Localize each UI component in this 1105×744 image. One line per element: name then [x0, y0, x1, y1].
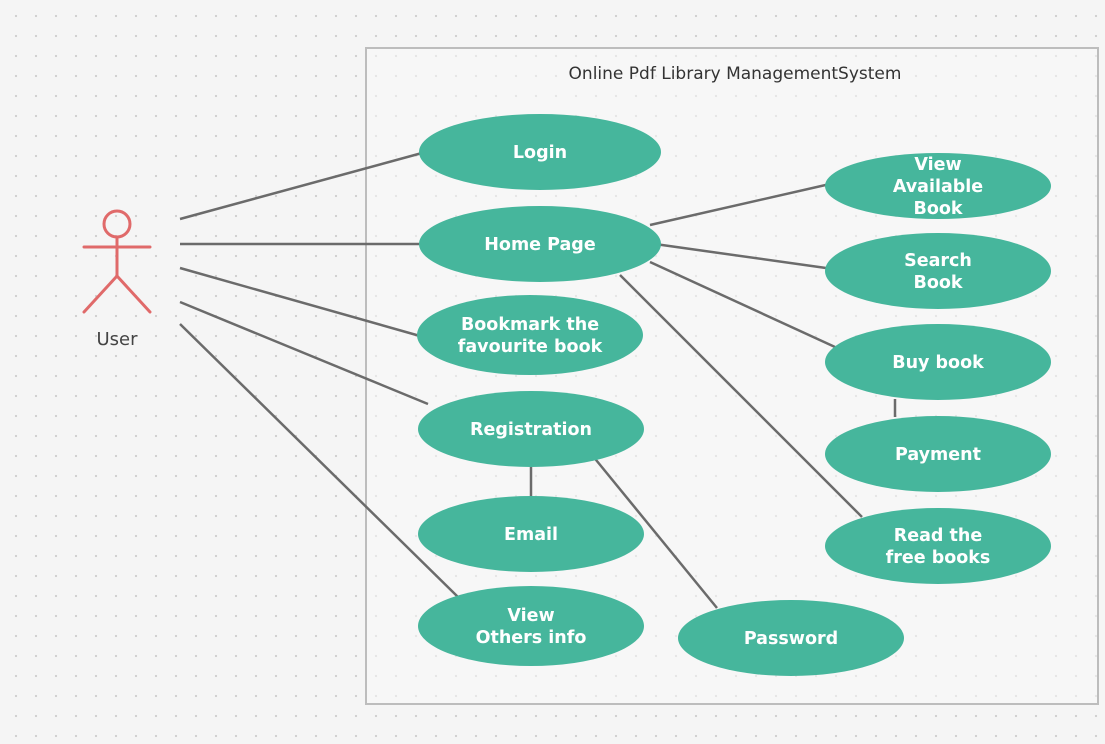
- actor-user[interactable]: [82, 209, 152, 314]
- use-case-label: free books: [886, 548, 991, 568]
- use-case-label: Registration: [470, 420, 592, 440]
- system-title: Online Pdf Library ManagementSystem: [569, 64, 902, 84]
- associations-layer: [179, 151, 897, 609]
- use-case-ellipse: [825, 153, 1051, 219]
- use-case-ellipse: [678, 600, 904, 676]
- actor-right-leg: [115, 274, 152, 314]
- association-home-page-to-view-available-book: [649, 182, 831, 227]
- use-case-ellipse: [418, 496, 644, 572]
- use-case-label: View: [507, 606, 554, 626]
- use-case-label: Search: [904, 251, 972, 271]
- use-case-ellipse: [418, 391, 644, 467]
- use-case-label: Bookmark the: [461, 315, 599, 335]
- association-registration-to-password: [591, 454, 718, 609]
- association-home-page-to-search-book: [654, 242, 827, 270]
- use-case-ellipse: [825, 233, 1051, 309]
- use-case-payment[interactable]: Payment: [825, 416, 1051, 492]
- use-case-ellipse: [419, 206, 661, 282]
- use-case-ellipse: [825, 508, 1051, 584]
- use-case-buy-book[interactable]: Buy book: [825, 324, 1051, 400]
- use-case-ellipse: [417, 295, 643, 375]
- association-home-page-to-buy-book: [649, 260, 836, 349]
- use-case-label: favourite book: [458, 337, 603, 357]
- use-case-home-page[interactable]: Home Page: [419, 206, 661, 282]
- use-case-label: Book: [913, 273, 962, 293]
- association-user-to-registration: [179, 300, 429, 406]
- association-user-to-login: [179, 151, 423, 221]
- association-user-to-bookmark: [179, 266, 421, 338]
- use-case-label: Buy book: [892, 353, 984, 373]
- use-case-label: View: [914, 155, 961, 175]
- use-case-label: Book: [913, 199, 962, 219]
- actor-left-leg: [82, 274, 119, 314]
- use-case-label: Payment: [895, 445, 981, 465]
- association-home-page-to-read-free-books: [619, 274, 863, 518]
- use-case-registration[interactable]: Registration: [418, 391, 644, 467]
- use-case-label: Password: [744, 629, 838, 649]
- use-case-ellipse: [418, 586, 644, 666]
- use-case-label: Available: [893, 177, 983, 197]
- actor-label: User: [96, 329, 138, 350]
- use-case-password[interactable]: Password: [678, 600, 904, 676]
- use-case-login[interactable]: Login: [419, 114, 661, 190]
- use-case-label: Read the: [894, 526, 983, 546]
- use-case-ellipse: [825, 324, 1051, 400]
- use-case-label: Home Page: [484, 235, 596, 255]
- actor-head: [102, 209, 132, 239]
- use-case-email[interactable]: Email: [418, 496, 644, 572]
- association-user-to-view-others-info: [179, 323, 459, 598]
- use-case-label: Others info: [476, 628, 587, 648]
- use-case-label: Login: [513, 143, 567, 163]
- use-case-ellipse: [419, 114, 661, 190]
- use-case-ellipse: [825, 416, 1051, 492]
- use-case-label: Email: [504, 525, 558, 545]
